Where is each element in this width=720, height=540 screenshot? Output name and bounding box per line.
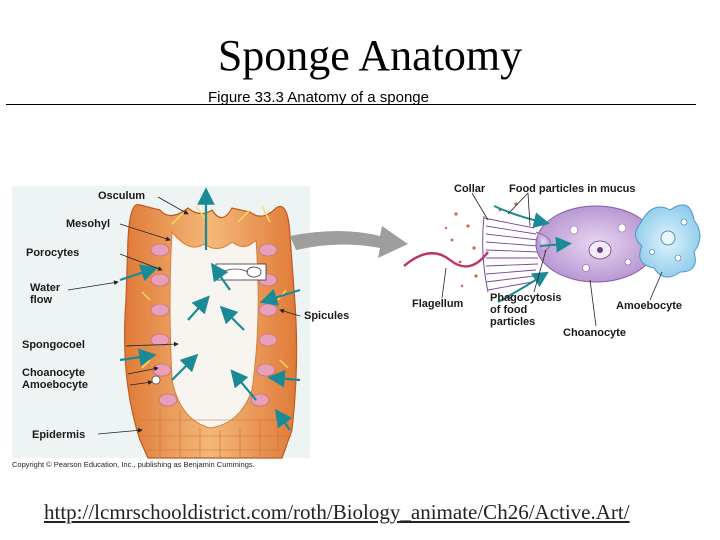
figure-caption: Figure 33.3 Anatomy of a sponge <box>208 89 429 106</box>
leader-lines-left <box>67 196 301 435</box>
label-phagocytosis-line1: Phagocytosis <box>490 292 562 304</box>
label-collar: Collar <box>454 183 486 195</box>
label-water-flow-line2: flow <box>30 294 52 306</box>
label-osculum: Osculum <box>98 190 146 202</box>
label-spicules: Spicules <box>304 310 350 322</box>
label-flagellum: Flagellum <box>412 298 464 310</box>
choanocyte-detail-box <box>215 263 267 281</box>
caption-divider <box>6 104 696 105</box>
label-phagocytosis-line3: particles <box>490 316 536 328</box>
label-phagocytosis-line2: of food <box>490 304 528 316</box>
flagellum <box>403 251 489 268</box>
label-epidermis: Epidermis <box>32 429 86 441</box>
label-choanocyte-right: Choanocyte <box>563 327 626 339</box>
label-mesohyl: Mesohyl <box>66 218 111 230</box>
zoom-pointer-arrow <box>290 226 408 258</box>
source-link[interactable]: http://lcmrschooldistrict.com/roth/Biolo… <box>44 500 630 524</box>
label-porocytes: Porocytes <box>26 247 80 259</box>
amoebocyte-detail <box>151 375 161 385</box>
spongocoel-cavity <box>169 230 259 429</box>
label-choanocyte-left: Choanocyte <box>22 367 85 379</box>
label-food-particles: Food particles in mucus <box>509 183 636 195</box>
choanocyte-illustration <box>403 205 657 293</box>
label-spongocoel: Spongocoel <box>22 339 85 351</box>
epidermis-cells <box>138 410 292 458</box>
water-flow-arrows <box>119 187 301 431</box>
label-amoebocyte-left: Amoebocyte <box>22 379 89 391</box>
slide-title: Sponge Anatomy <box>217 31 523 80</box>
leader-lines-right <box>441 192 663 327</box>
label-amoebocyte-right: Amoebocyte <box>616 300 683 312</box>
copyright-notice: Copyright © Pearson Education, Inc., pub… <box>12 460 255 469</box>
label-water-flow-line1: Water <box>30 282 61 294</box>
